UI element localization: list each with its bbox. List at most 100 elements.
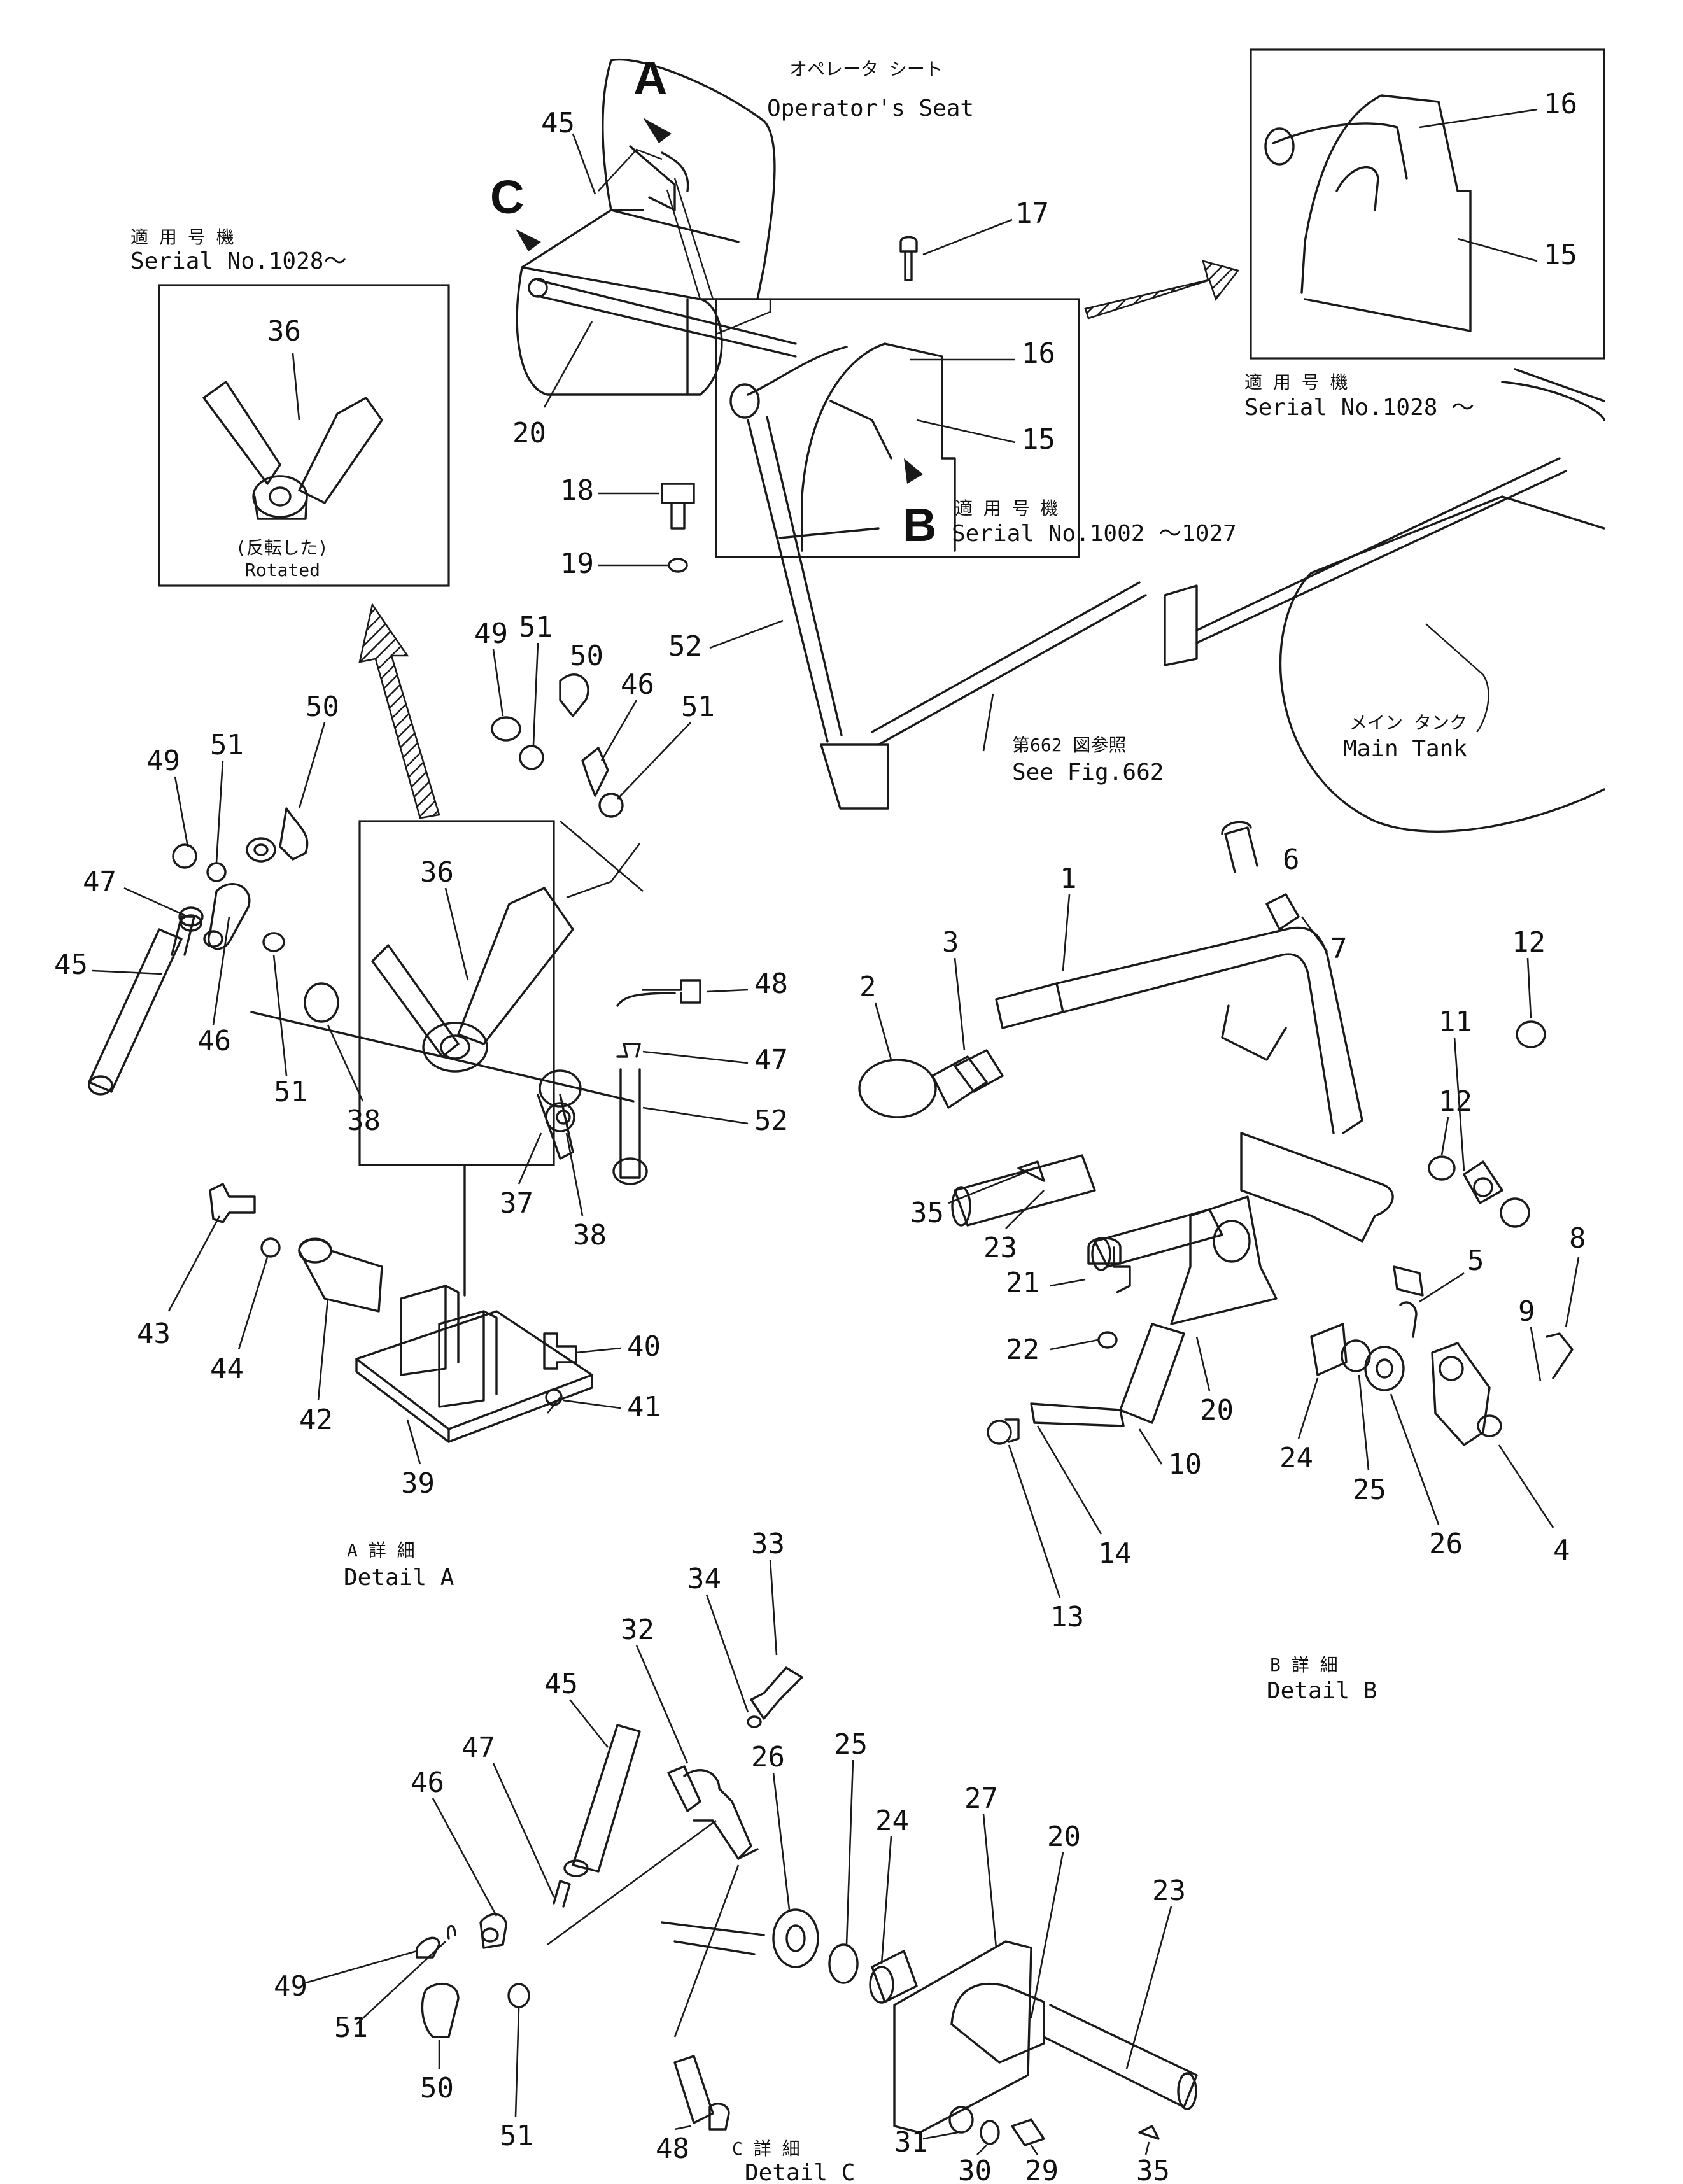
rotated-jp: (反転した) xyxy=(236,537,328,558)
callout-8-b: 8 xyxy=(1569,1222,1586,1255)
callout-18: 18 xyxy=(560,474,594,507)
serial-1028-right-label: Serial No.1028 ～ xyxy=(1244,395,1474,421)
callout-49-a: 49 xyxy=(146,745,180,777)
detail-a-jp: A 詳 細 xyxy=(347,1540,415,1561)
operator-seat-label: Operator's Seat xyxy=(767,95,974,122)
callout-4-b: 4 xyxy=(1553,1534,1570,1567)
see-fig-jp: 第662 図参照 xyxy=(1012,735,1126,756)
callout-32-c: 32 xyxy=(621,1614,654,1646)
callout-49-b: 49 xyxy=(474,617,508,650)
detail-b-jp: B 詳 細 xyxy=(1270,1654,1338,1675)
callout-20-c: 20 xyxy=(1047,1821,1081,1853)
callout-42: 42 xyxy=(299,1404,333,1436)
callout-16-top: 16 xyxy=(1022,337,1055,370)
callout-46-a: 46 xyxy=(197,1025,231,1057)
callout-14-b: 14 xyxy=(1098,1537,1132,1570)
callout-35-c: 35 xyxy=(1136,2155,1170,2184)
callout-52-a: 52 xyxy=(754,1104,788,1137)
serial-1002-label: Serial No.1002 ～1027 xyxy=(952,521,1237,547)
callout-31-c: 31 xyxy=(894,2126,928,2159)
main-tank xyxy=(1279,368,1605,833)
callout-51-c-a: 51 xyxy=(334,2011,368,2044)
detail-a-upper-linkage xyxy=(491,673,644,892)
view-label-a: A xyxy=(633,52,667,104)
callout-12-b: 12 xyxy=(1439,1085,1472,1118)
callout-20-b: 20 xyxy=(1200,1394,1234,1427)
callout-20-top: 20 xyxy=(512,417,546,449)
callout-51-b: 51 xyxy=(274,1076,307,1108)
detail-a-left-linkage xyxy=(88,807,309,1096)
detail-a-group xyxy=(250,820,701,1185)
callout-22-b: 22 xyxy=(1006,1334,1039,1366)
callout-26-c: 26 xyxy=(751,1741,785,1773)
callout-25-c: 25 xyxy=(834,1728,868,1761)
callout-6-b: 6 xyxy=(1283,843,1300,876)
serial-1028-right-inset xyxy=(1084,48,1605,360)
callout-38-a: 38 xyxy=(347,1104,381,1137)
callout-38-b: 38 xyxy=(573,1219,607,1251)
serial-1028-left-label: Serial No.1028～ xyxy=(130,248,346,274)
callout-43: 43 xyxy=(137,1318,171,1350)
callout-19: 19 xyxy=(560,547,594,580)
callout-10-b: 10 xyxy=(1168,1448,1202,1481)
callout-33-c: 33 xyxy=(751,1528,785,1560)
callout-30-c: 30 xyxy=(958,2155,992,2184)
main-tank-jp: メイン タンク xyxy=(1349,712,1467,733)
callout-45-a: 45 xyxy=(54,948,88,981)
callout-12-a: 12 xyxy=(1512,926,1546,959)
callout-51-a: 51 xyxy=(210,729,244,761)
callout-44: 44 xyxy=(210,1353,244,1385)
callout-35-b: 35 xyxy=(910,1197,944,1229)
callout-11-b: 11 xyxy=(1439,1006,1472,1038)
callout-51-c-b: 51 xyxy=(500,2120,533,2152)
detail-a-label: Detail A xyxy=(344,1565,454,1591)
callout-52-top: 52 xyxy=(668,630,702,663)
callout-36-a: 36 xyxy=(420,856,454,889)
callout-13-b: 13 xyxy=(1050,1601,1084,1633)
callout-50-c: 50 xyxy=(420,2072,454,2104)
callout-23-c: 23 xyxy=(1152,1875,1186,1907)
operator-seat-jp-label: オペレータ シート xyxy=(789,59,943,80)
callout-50-b: 50 xyxy=(570,640,603,672)
callout-15-right-inset: 15 xyxy=(1544,239,1577,271)
callout-23-b: 23 xyxy=(983,1232,1017,1264)
detail-a-base xyxy=(209,1164,593,1443)
callout-48-c: 48 xyxy=(656,2132,689,2165)
serial-1028-left-inset xyxy=(158,284,450,587)
callout-24-c: 24 xyxy=(875,1805,909,1837)
main-tank-label: Main Tank xyxy=(1343,736,1467,762)
callout-49-c: 49 xyxy=(274,1970,307,2003)
callout-1-b: 1 xyxy=(1060,863,1077,895)
callout-34-c: 34 xyxy=(687,1563,721,1595)
detail-c-group xyxy=(416,1666,1198,2146)
serial-1002-inset xyxy=(715,298,1080,558)
callout-16-right-inset: 16 xyxy=(1544,88,1577,120)
see-fig-label: See Fig.662 xyxy=(1012,759,1164,786)
callout-36-left-inset: 36 xyxy=(267,315,301,348)
callout-41: 41 xyxy=(627,1391,661,1423)
detail-b-label: Detail B xyxy=(1267,1678,1377,1704)
view-label-b: B xyxy=(903,498,936,551)
callout-5-b: 5 xyxy=(1467,1244,1484,1277)
callout-40: 40 xyxy=(627,1330,661,1363)
callout-24-b: 24 xyxy=(1279,1442,1313,1474)
callout-51-d: 51 xyxy=(681,691,715,723)
detail-b-group xyxy=(858,821,1574,1446)
callout-3-b: 3 xyxy=(942,926,959,959)
callout-25-b: 25 xyxy=(1353,1474,1386,1506)
callout-21-b: 21 xyxy=(1006,1267,1039,1299)
rotated-label: Rotated xyxy=(245,560,320,581)
callout-45-c: 45 xyxy=(544,1668,578,1700)
callout-29-c: 29 xyxy=(1025,2155,1059,2184)
callout-50-a: 50 xyxy=(306,691,339,723)
callout-47-a: 47 xyxy=(83,866,116,898)
callout-47-b: 47 xyxy=(754,1044,788,1076)
callout-26-b: 26 xyxy=(1429,1528,1463,1560)
callout-7-b: 7 xyxy=(1330,933,1348,965)
serial-1002-jp: 適 用 号 機 xyxy=(955,498,1059,519)
callout-46-b: 46 xyxy=(621,668,654,701)
callout-37-a: 37 xyxy=(500,1187,533,1220)
callout-17: 17 xyxy=(1015,197,1049,230)
serial-1028-right-jp: 適 用 号 機 xyxy=(1244,372,1348,393)
